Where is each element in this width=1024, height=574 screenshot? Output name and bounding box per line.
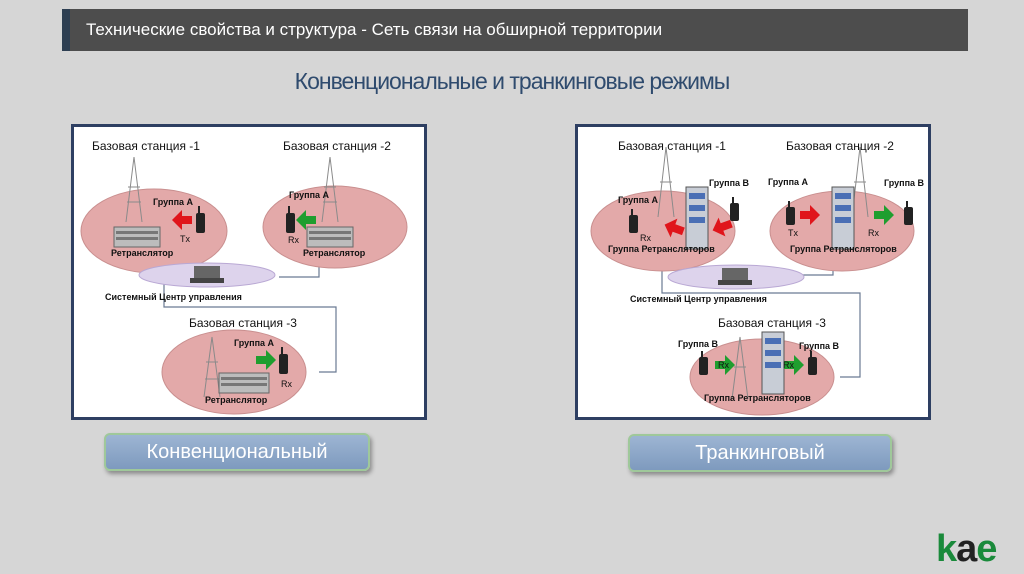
rx-label: Rx [640, 233, 651, 243]
station1-area [591, 191, 735, 271]
rx-label: Rx [718, 360, 729, 370]
conventional-diagram-graphics [74, 127, 424, 417]
server-rack-icon [832, 187, 854, 249]
repeater-group-label: Группа Ретрансляторов [790, 244, 897, 254]
control-center-label: Системный Центр управления [630, 294, 767, 304]
logo-letter-e: e [976, 528, 996, 570]
header-title: Технические свойства и структура - Сеть … [86, 20, 662, 40]
rx-label: Rx [281, 379, 292, 389]
station2-label: Базовая станция -2 [786, 139, 894, 153]
station3-label: Базовая станция -3 [718, 316, 826, 330]
control-center-label: Системный Центр управления [105, 292, 242, 302]
slide-subtitle: Конвенциональные и транкинговые режимы [0, 68, 1024, 95]
group-b-label: Группа В [709, 178, 749, 188]
rx-label: Rx [288, 235, 299, 245]
repeater-icon [307, 227, 353, 247]
rx-label: Rx [868, 228, 879, 238]
station1-label: Базовая станция -1 [92, 139, 200, 153]
group-b-label: Группа В [678, 339, 718, 349]
computer-icon [190, 266, 224, 283]
repeater-label: Ретранслятор [303, 248, 365, 258]
logo-letter-a: a [956, 528, 976, 570]
conventional-mode-button[interactable]: Конвенциональный [104, 433, 370, 471]
tx-label: Tx [788, 228, 798, 238]
group-a-label: Группа А [153, 197, 193, 207]
station2-label: Базовая станция -2 [283, 139, 391, 153]
trunking-diagram: Базовая станция -1 Базовая станция -2 Ба… [575, 124, 931, 420]
repeater-icon [219, 373, 269, 393]
tx-label: Tx [180, 234, 190, 244]
group-a-label: Группа А [768, 177, 808, 187]
repeater-group-label: Группа Ретрансляторов [608, 244, 715, 254]
logo-letter-k: k [936, 528, 956, 570]
repeater-label: Ретранслятор [111, 248, 173, 258]
station1-label: Базовая станция -1 [618, 139, 726, 153]
repeater-icon [114, 227, 160, 247]
radio-icon [730, 197, 739, 221]
server-rack-icon [686, 187, 708, 249]
group-a-label: Группа А [289, 190, 329, 200]
repeater-group-label: Группа Ретрансляторов [704, 393, 811, 403]
group-b-label: Группа В [799, 341, 839, 351]
trunking-mode-button[interactable]: Транкинговый [628, 434, 892, 472]
header-bar: Технические свойства и структура - Сеть … [62, 9, 968, 51]
group-b-label: Группа В [884, 178, 924, 188]
server-rack-icon [762, 332, 784, 394]
group-a-label: Группа А [234, 338, 274, 348]
rx-label: Rx [783, 360, 794, 370]
trunking-diagram-graphics [578, 127, 928, 417]
conventional-diagram: Базовая станция -1 Базовая станция -2 Ба… [71, 124, 427, 420]
station3-label: Базовая станция -3 [189, 316, 297, 330]
radio-icon [904, 201, 913, 225]
computer-icon [718, 268, 752, 285]
kae-logo: kae [936, 530, 996, 568]
repeater-label: Ретранслятор [205, 395, 267, 405]
group-a-label: Группа А [618, 195, 658, 205]
